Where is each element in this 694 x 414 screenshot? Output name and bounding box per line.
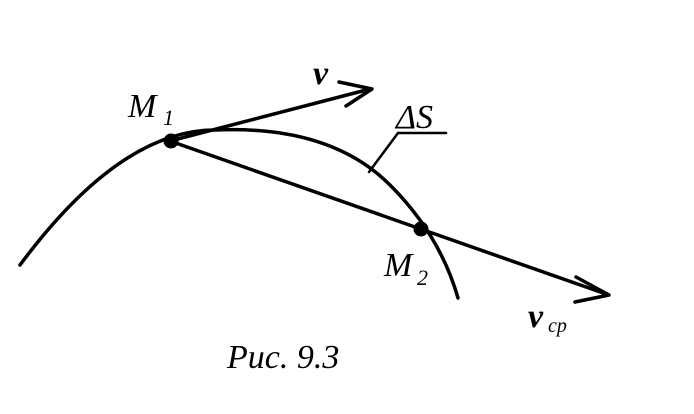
velocity-vector (168, 87, 372, 143)
label-m1-subscript: 1 (163, 105, 174, 130)
label-m2-subscript: 2 (417, 265, 428, 290)
label-v-average: v (528, 298, 544, 335)
point-m1 (163, 133, 179, 149)
label-m1: M (127, 88, 158, 125)
label-v-average-subscript: cp (548, 315, 567, 337)
label-v: v (313, 55, 329, 92)
label-m2: M (383, 247, 414, 284)
figure-caption: Рис. 9.3 (226, 339, 339, 376)
average-velocity-arrowhead (573, 275, 611, 304)
delta-s-leader (367, 131, 400, 174)
average-velocity-vector (168, 139, 608, 296)
point-m2 (413, 221, 429, 237)
label-delta-s: ΔS (394, 99, 433, 136)
velocity-arrowhead (337, 80, 374, 108)
